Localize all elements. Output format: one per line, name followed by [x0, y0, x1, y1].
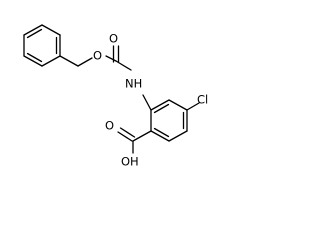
carbonyl-oxygen-label: O — [109, 32, 118, 46]
hydroxyl-label: OH — [121, 155, 139, 169]
n-ring-bond — [142, 94, 152, 111]
cooh-double-bond-a — [117, 131, 133, 142]
c-n-bond — [115, 60, 132, 71]
ch2-o-bond — [77, 57, 93, 67]
cooh-double-bond-b — [119, 127, 136, 138]
ring-cl-bond — [186, 102, 200, 111]
ring-cooh-bond — [132, 130, 152, 142]
benzoic-ring — [150, 99, 188, 142]
carboxyl-oxygen-label: O — [105, 119, 114, 133]
ester-oxygen-label: O — [93, 49, 102, 63]
benzyl-ch2-bond — [59, 55, 79, 67]
chlorine-label: Cl — [197, 93, 208, 107]
molecule-structure: O O NH Cl O OH — [23, 24, 208, 169]
amine-label: NH — [125, 77, 142, 91]
o-carbonyl-bond — [105, 55, 117, 62]
phenyl-ring — [23, 24, 61, 67]
